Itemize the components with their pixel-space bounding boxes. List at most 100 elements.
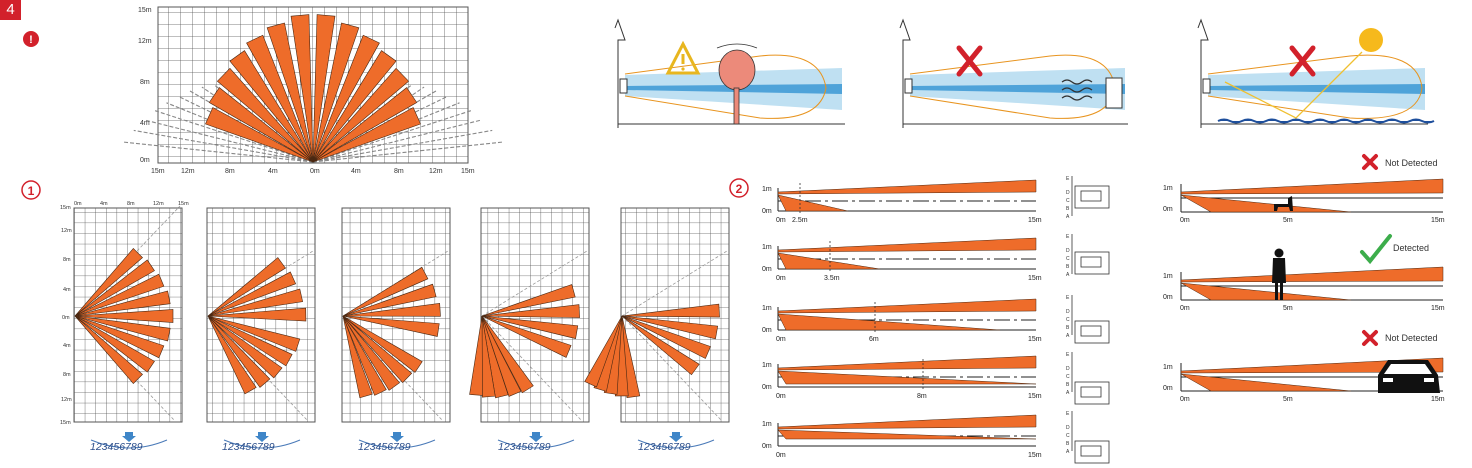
x-label: 15m [461,168,475,175]
section-1-number: 1 [28,184,35,198]
x-label: 12m [181,168,195,175]
y-label: 12m [61,228,72,234]
beam-zone [469,315,483,396]
distance-end: 15m [1028,393,1042,400]
beam-zone [342,303,441,317]
x-label: 15m [151,168,165,175]
section-2-badge: 2 [729,178,749,198]
x-label: 0m [310,168,320,175]
sight-line [621,315,723,422]
distance-end: 15m [1431,305,1445,312]
distance-end: 15m [1028,336,1042,343]
distance-start: 0m [776,217,786,224]
dashed-curtain-line [312,141,503,163]
beam-zone [74,315,171,342]
position-label: E [1066,234,1070,240]
beam-zone [207,307,307,322]
y-label: 12m [61,397,72,403]
height-label-1m: 1m [762,186,772,193]
position-label: A [1066,272,1070,278]
dial-digits: 123456789 [638,441,691,453]
dial-digits: 123456789 [358,441,411,453]
x-label: 8m [127,201,135,207]
distance-start: 0m [1180,396,1190,403]
sight-line [481,315,583,422]
position-label: A [1066,449,1070,455]
beam-zone [74,315,155,373]
position-label: B [1066,325,1070,331]
beam-zone [342,315,413,384]
y-label: 0m [62,315,70,321]
dial-arc [223,439,301,449]
car-windshield [1384,364,1432,374]
beam-zone [342,315,440,337]
top-coverage-diagram: 15m 12m 8m 4m 0m 15m 12m 8m 4m 0m 4m 8m … [123,6,503,175]
upper-beam [777,237,1037,253]
detection-status-labels: Not Detected Detected Not Detected [1385,158,1438,343]
beam-zone [481,284,576,317]
beam-zone [312,67,410,163]
position-label: C [1066,256,1070,262]
distance-end: 15m [1028,275,1042,282]
position-label: D [1066,248,1070,254]
beam-zone [207,257,286,317]
dashed-curtain-line [144,119,314,163]
beam-zone [342,283,437,317]
upper-beam [777,414,1037,430]
green-check-icon [1360,234,1392,265]
lower-beam [1180,373,1352,392]
height-label-0m: 0m [762,327,772,334]
beam-zone [621,303,720,318]
position-label: B [1066,264,1070,270]
position-label: D [1066,190,1070,196]
detector-lens [1080,190,1102,202]
dashed-curtain-line [312,129,493,163]
sight-line [621,250,728,317]
beam-zone [207,271,297,317]
x-label: 15m [178,201,189,207]
position-label: A [1066,214,1070,220]
y-label: 8m [63,257,71,263]
distance-start: 0m [776,452,786,459]
position-label: C [1066,198,1070,204]
x-label: 4m [351,168,361,175]
caution-badge-text: ! [29,34,33,46]
position-label: E [1066,295,1070,301]
dial-arc [637,439,715,449]
lower-beam [777,252,881,270]
lower-beam [1180,194,1352,213]
beam-zone [342,266,429,317]
person-icon [1272,258,1286,300]
distance-end: 15m [1028,217,1042,224]
position-label: E [1066,411,1070,417]
beam-zone [621,315,700,376]
y-label: 4m [63,287,71,293]
dashed-curtain-line [312,119,482,163]
section-1-badge: 1 [21,180,41,200]
warning-triangle-icon [665,40,701,75]
x-label: 8m [394,168,404,175]
dog-icon [1274,196,1293,211]
position-label: E [1066,352,1070,358]
status-label: Detected [1393,243,1429,253]
warning-scene-sun-reflection [1197,18,1435,128]
dial-digits: 123456789 [222,441,275,453]
position-label: E [1066,176,1070,182]
height-label-0m: 0m [762,208,772,215]
height-label-1m: 1m [762,305,772,312]
lower-beam [777,429,1037,440]
y-label: 12m [138,38,152,45]
upper-beam [777,355,1037,371]
distance-start: 0m [1180,305,1190,312]
position-label: B [1066,206,1070,212]
x-label: 4m [100,201,108,207]
height-label-0m: 0m [762,443,772,450]
beam-zone [481,315,572,358]
beam-zone [207,315,271,388]
beam-zone [312,87,418,163]
distance-end: 15m [1431,396,1445,403]
y-label: 15m [60,205,71,211]
position-label: B [1066,382,1070,388]
